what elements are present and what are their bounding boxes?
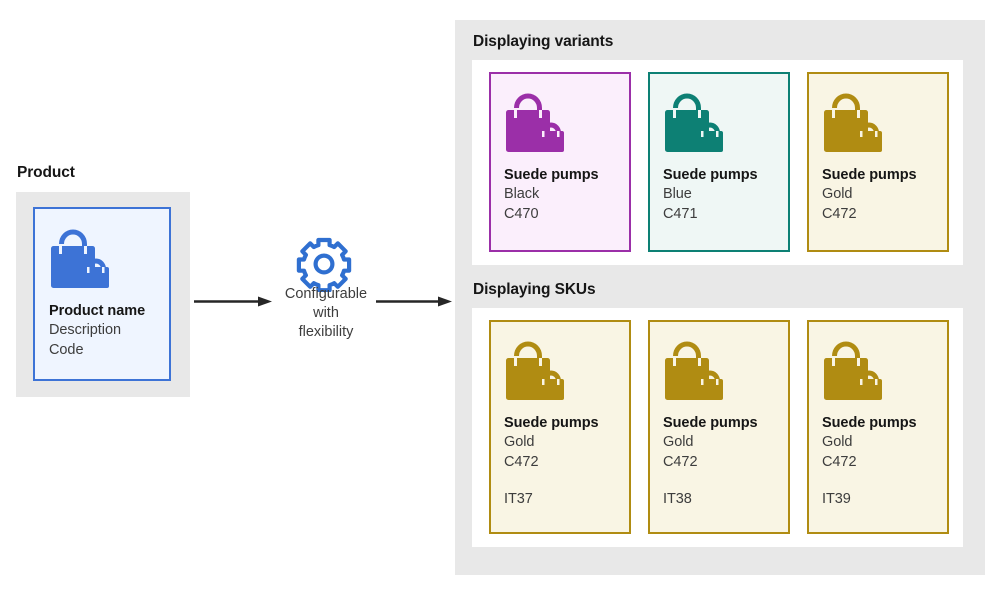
- variant-code: C470: [504, 205, 539, 222]
- sku-code: C472: [822, 453, 857, 470]
- variant-card-text: Suede pumps Gold C472: [822, 166, 947, 224]
- variant-name: Suede pumps: [504, 167, 599, 183]
- flow-label-line1: Configurable: [284, 286, 368, 302]
- product-heading: Product: [17, 164, 75, 181]
- flow-label-line2: with: [313, 305, 339, 322]
- skus-card-list: Suede pumps Gold C472 IT37: [472, 308, 963, 547]
- sku-name: Suede pumps: [663, 415, 758, 431]
- sku-name: Suede pumps: [822, 415, 917, 431]
- variant-card[interactable]: Suede pumps Blue C471: [648, 72, 790, 252]
- sku-code: C472: [663, 453, 698, 470]
- sku-identifier: IT38: [663, 490, 692, 507]
- flow-label-line3: flexibility: [298, 324, 354, 341]
- sku-color: Gold: [663, 434, 694, 451]
- sku-card[interactable]: Suede pumps Gold C472 IT39: [807, 320, 949, 534]
- arrow-config-to-variants: [376, 294, 452, 307]
- configurable-flow: Configurable with flexibility: [192, 232, 462, 352]
- variant-card-text: Suede pumps Black C470: [504, 166, 629, 224]
- product-card-text: Product name Description Code: [49, 302, 169, 360]
- shopping-bags-icon: [504, 86, 629, 159]
- arrow-product-to-config: [194, 294, 272, 307]
- gear-icon: [296, 236, 352, 297]
- sku-card[interactable]: Suede pumps Gold C472 IT37: [489, 320, 631, 534]
- product-description: Description: [49, 322, 121, 339]
- sku-color: Gold: [504, 434, 535, 451]
- sku-identifier: IT37: [504, 490, 533, 507]
- flow-label: Configurable with flexibility: [262, 285, 390, 342]
- product-section: Product: [16, 164, 246, 191]
- sku-name: Suede pumps: [504, 415, 599, 431]
- sku-color: Gold: [822, 434, 853, 451]
- skus-heading: Displaying SKUs: [473, 281, 596, 298]
- variant-code: C471: [663, 205, 698, 222]
- variants-and-skus-panel: Displaying variants Suede pum: [455, 20, 985, 575]
- variant-color: Black: [504, 186, 540, 203]
- variant-color: Blue: [663, 186, 692, 203]
- variant-name: Suede pumps: [663, 167, 758, 183]
- product-code: Code: [49, 341, 84, 358]
- shopping-bags-icon: [663, 334, 788, 407]
- variant-card[interactable]: Suede pumps Gold C472: [807, 72, 949, 252]
- shopping-bags-icon: [49, 222, 169, 295]
- product-name: Product name: [49, 303, 146, 319]
- shopping-bags-icon: [822, 86, 947, 159]
- sku-identifier: IT39: [822, 490, 851, 507]
- sku-card-text: Suede pumps Gold C472 IT37: [504, 414, 629, 509]
- variants-heading: Displaying variants: [473, 33, 614, 50]
- variant-code: C472: [822, 205, 857, 222]
- sku-card[interactable]: Suede pumps Gold C472 IT38: [648, 320, 790, 534]
- shopping-bags-icon: [504, 334, 629, 407]
- sku-card-text: Suede pumps Gold C472 IT39: [822, 414, 947, 509]
- product-card[interactable]: Product name Description Code: [33, 207, 171, 381]
- sku-code: C472: [504, 453, 539, 470]
- variant-name: Suede pumps: [822, 167, 917, 183]
- variant-card[interactable]: Suede pumps Black C470: [489, 72, 631, 252]
- shopping-bags-icon: [663, 86, 788, 159]
- variants-card-list: Suede pumps Black C470: [472, 60, 963, 265]
- variant-card-text: Suede pumps Blue C471: [663, 166, 788, 224]
- shopping-bags-icon: [822, 334, 947, 407]
- variant-color: Gold: [822, 186, 853, 203]
- sku-card-text: Suede pumps Gold C472 IT38: [663, 414, 788, 509]
